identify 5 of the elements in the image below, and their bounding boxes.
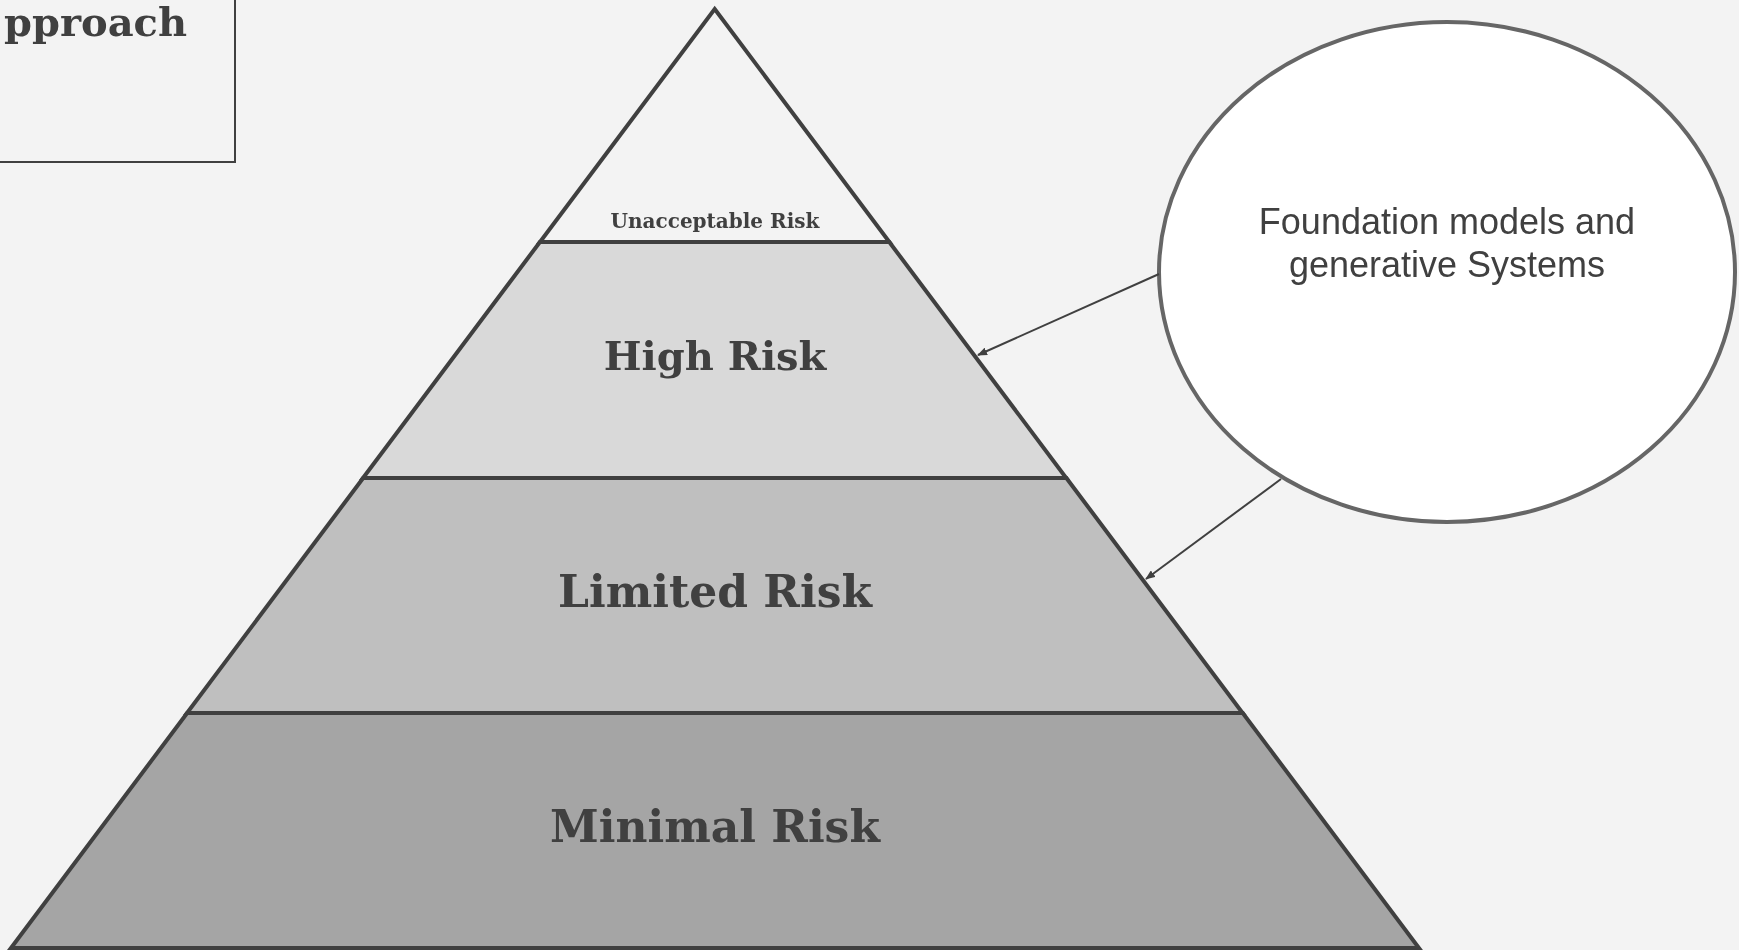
callout-ellipse xyxy=(1159,22,1735,522)
callout-text: Foundation models and generative Systems xyxy=(1257,200,1637,287)
tier-label: Unacceptable Risk xyxy=(609,209,821,233)
heading-text: pproach xyxy=(4,0,188,46)
heading-box xyxy=(0,0,235,162)
